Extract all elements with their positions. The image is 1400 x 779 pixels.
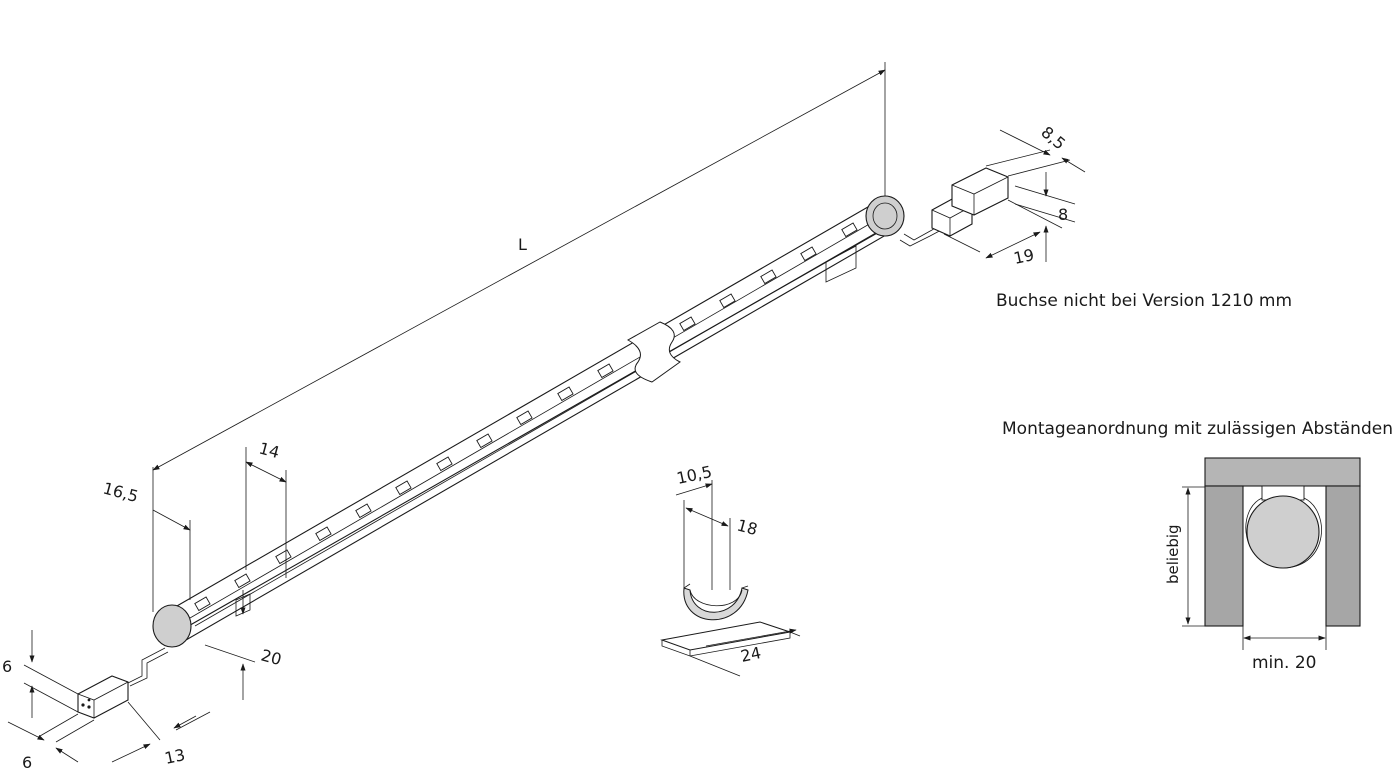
mounting-top-panel (1204, 457, 1361, 487)
mounting-right-wall (1325, 485, 1361, 627)
diameter-dimension: 20 (204, 590, 284, 700)
mounting-detail: beliebig min. 20 (1164, 457, 1361, 673)
end-cap-offset-label: 16,5 (101, 479, 140, 507)
mounting-title: Montageanordnung mit zulässigen Abstände… (1002, 419, 1393, 439)
length-dimension: L (152, 62, 886, 612)
plug-width-dimension: 6 (7, 713, 95, 772)
led-chips (194, 222, 858, 612)
socket-width-dimension: 8,5 (985, 123, 1086, 177)
clip-inner-dimension: 10,5 (675, 462, 714, 590)
socket-note: Buchse nicht bei Version 1210 mm (996, 291, 1292, 311)
led-tube (152, 195, 905, 648)
plug-length-dimension: 13 (111, 701, 211, 768)
socket-length-dimension: 19 (943, 199, 1063, 268)
mounting-left-wall (1204, 485, 1244, 627)
clip-inner-label: 10,5 (675, 462, 714, 488)
socket-width-label: 8,5 (1037, 123, 1069, 154)
plug-height-dimension: 6 (2, 630, 79, 718)
left-end-cap (152, 604, 192, 648)
socket-height-label: 8 (1058, 205, 1068, 224)
clip-outer-dimension: 18 (685, 507, 760, 590)
clip-outer-label: 18 (735, 516, 760, 540)
diameter-label: 20 (259, 646, 284, 670)
led-pitch-dimension: 14 (245, 439, 287, 578)
plug-height-label: 6 (2, 657, 12, 676)
plug-width-label: 6 (22, 753, 32, 772)
length-label: L (518, 235, 527, 254)
socket-height-dimension: 8 (1014, 172, 1076, 262)
mounting-min-label: min. 20 (1252, 653, 1317, 673)
left-plug (77, 647, 169, 719)
clip-base-dimension: 24 (689, 628, 801, 677)
clip-base-label: 24 (739, 643, 763, 666)
right-end-cap (865, 195, 905, 237)
end-cap-offset-dimension: 16,5 (101, 479, 191, 600)
right-socket (899, 167, 1009, 247)
socket-length-label: 19 (1012, 245, 1036, 268)
mounting-side-label: beliebig (1164, 524, 1182, 584)
led-pitch-label: 14 (257, 439, 282, 463)
mounting-tube-section (1246, 495, 1320, 569)
plug-length-label: 13 (163, 745, 187, 768)
mounting-clip (660, 583, 791, 657)
